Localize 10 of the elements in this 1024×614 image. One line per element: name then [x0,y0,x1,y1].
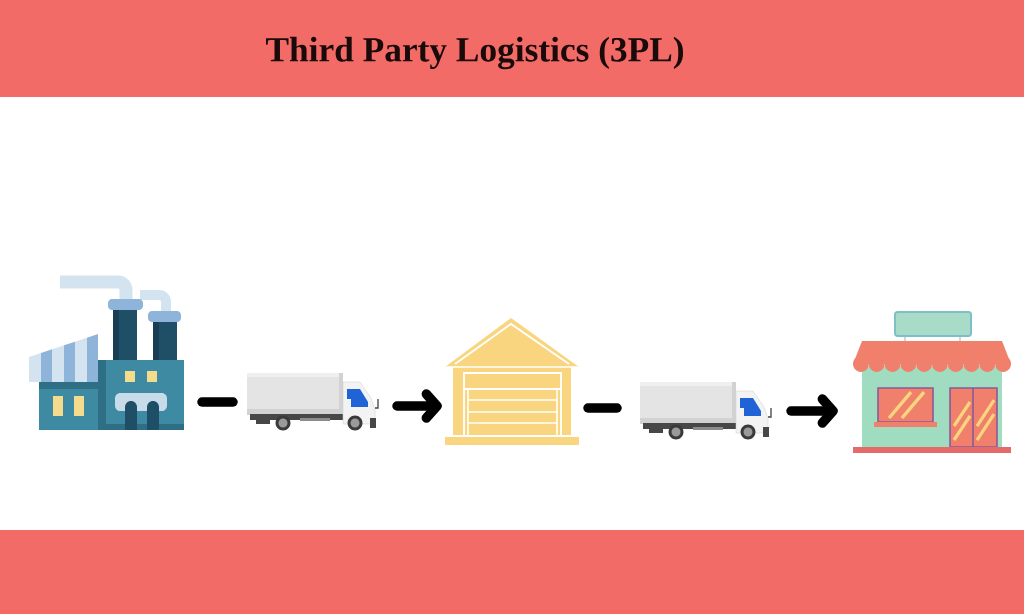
shop-picture [853,311,1011,453]
arrow [392,389,442,423]
connector-line [583,403,622,413]
title: Third Party Logistics (3PL) [266,36,683,70]
connector-line [197,397,238,407]
arrow [786,394,838,428]
warehouse-picture [444,318,580,445]
factory-picture [29,275,184,430]
truck-picture [640,382,772,440]
truck-picture [247,373,379,431]
